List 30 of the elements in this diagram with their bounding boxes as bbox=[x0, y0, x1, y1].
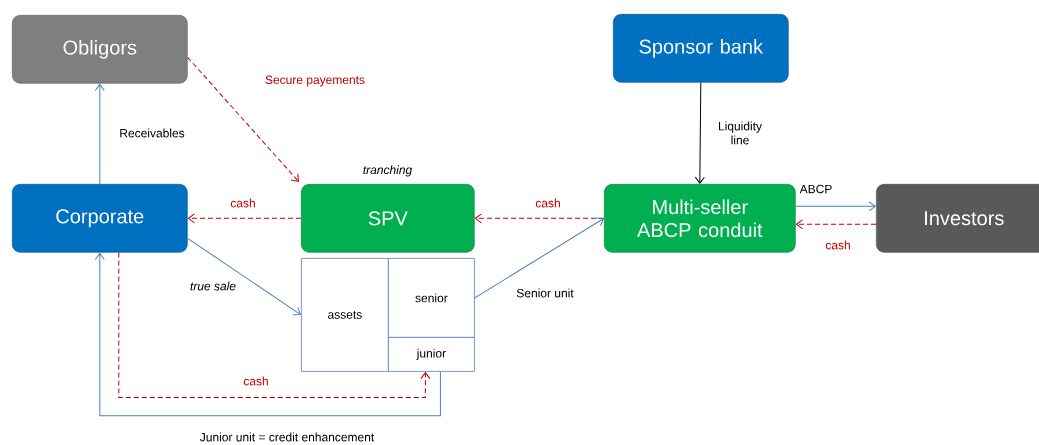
edge-label: cash bbox=[534, 197, 562, 209]
edge-label: Secure payements bbox=[264, 74, 367, 88]
node-caption: tranching bbox=[363, 165, 413, 177]
process-box: SPV bbox=[301, 184, 475, 253]
edge-label: cash bbox=[242, 375, 270, 387]
arrow bbox=[187, 213, 302, 224]
arrow bbox=[187, 237, 301, 316]
edge-label: Receivables bbox=[118, 127, 186, 139]
edge-label: cash bbox=[229, 197, 257, 209]
arrow bbox=[795, 201, 876, 212]
table-cell: junior bbox=[388, 337, 475, 372]
edge-label: Senior unit bbox=[515, 287, 575, 299]
edge-label: ABCP bbox=[798, 183, 834, 195]
process-box: Obligors bbox=[12, 15, 188, 84]
arrow bbox=[118, 252, 431, 399]
process-box: Sponsor bank bbox=[613, 14, 789, 83]
arrow bbox=[187, 56, 299, 182]
edge-label: cash bbox=[824, 239, 852, 251]
process-box: Multi-seller ABCP conduit bbox=[604, 184, 796, 253]
arrow bbox=[94, 83, 105, 185]
edge-label: Liquidity line bbox=[709, 120, 771, 146]
process-box: Corporate bbox=[12, 184, 188, 253]
arrow bbox=[795, 219, 877, 230]
edge-label: true sale bbox=[189, 280, 237, 292]
arrow bbox=[94, 252, 441, 417]
arrow bbox=[694, 82, 705, 184]
edge-label: Junior unit = credit enhancement bbox=[198, 431, 376, 443]
process-box: Investors bbox=[876, 184, 1039, 253]
table-cell: assets bbox=[301, 258, 389, 372]
arrow bbox=[474, 217, 604, 299]
